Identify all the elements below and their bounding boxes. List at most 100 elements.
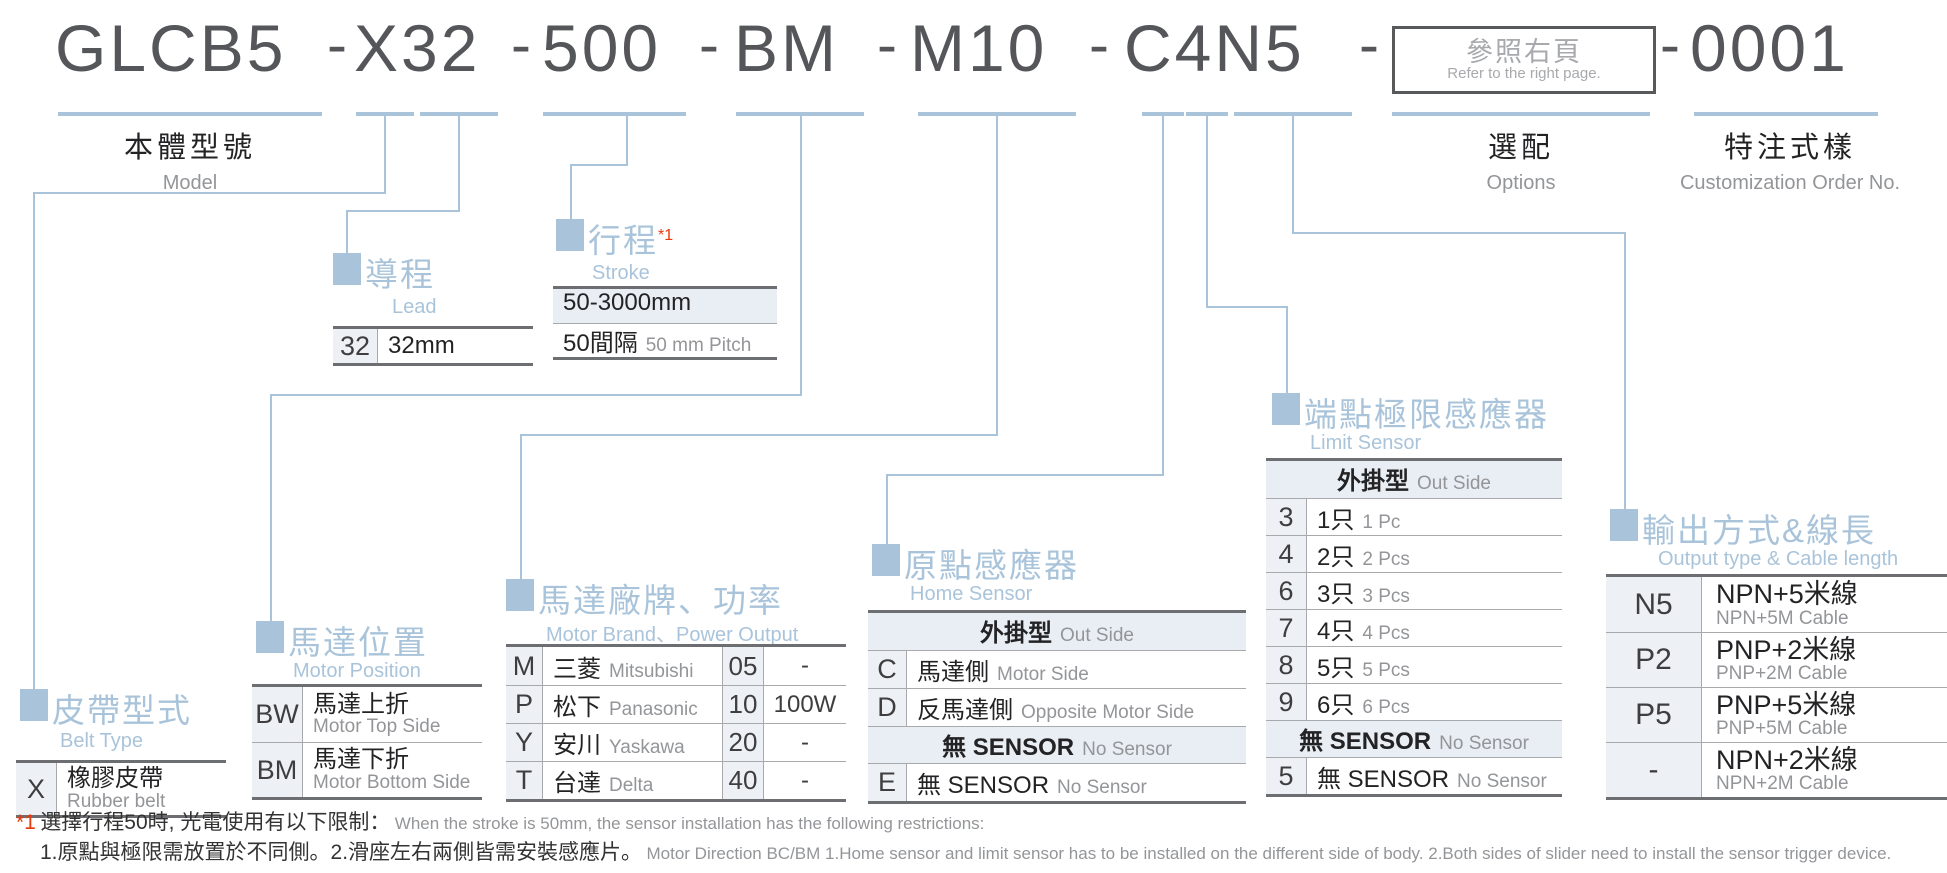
output-en: PNP+5M Cable bbox=[1716, 718, 1848, 740]
segment-separator: - bbox=[511, 11, 531, 78]
connector-line bbox=[570, 164, 628, 166]
footnote-line-2: 1.原點與極限需放置於不同側。2.滑座左右兩側皆需安裝感應片。 Motor Di… bbox=[40, 836, 1891, 866]
table-row: 7 4只 4 Pcs bbox=[1266, 609, 1562, 646]
limit-sensor-en: 5 Pcs bbox=[1362, 659, 1410, 681]
table-row: E 無 SENSOR No Sensor bbox=[868, 763, 1246, 801]
limit-sensor-code: 9 bbox=[1266, 684, 1307, 720]
belt-bullet-icon bbox=[20, 689, 48, 721]
tick-belt bbox=[356, 112, 414, 116]
connector-line bbox=[1292, 232, 1624, 234]
limit-sensor-zh: 4只 bbox=[1317, 617, 1355, 645]
limit-sensor-en: 1 Pc bbox=[1362, 511, 1401, 533]
motor-brand-zh: 三菱 bbox=[553, 655, 601, 683]
connector-line bbox=[520, 434, 522, 580]
motor-brand-code: T bbox=[506, 762, 543, 799]
table-row: X 橡膠皮帶 Rubber belt bbox=[16, 763, 226, 815]
connector-line bbox=[1624, 232, 1626, 510]
table-row: N5 NPN+5米線 NPN+5M Cable bbox=[1606, 577, 1947, 632]
options-reference-box: 參照右頁 Refer to the right page. bbox=[1392, 26, 1656, 94]
connector-line bbox=[1206, 306, 1286, 308]
limit-sensor-code: 6 bbox=[1266, 573, 1307, 609]
home-sensor-code: D bbox=[868, 689, 907, 726]
connector-line bbox=[33, 192, 35, 690]
limit-sensor-bullet-icon bbox=[1272, 393, 1300, 425]
motor-brand-code: Y bbox=[506, 724, 543, 761]
power-value: 100W bbox=[773, 690, 837, 718]
table-row: P2 PNP+2米線 PNP+2M Cable bbox=[1606, 632, 1947, 687]
power-code: 40 bbox=[722, 762, 764, 799]
power-code: 20 bbox=[722, 724, 764, 761]
motor-position-title-en: Motor Position bbox=[293, 660, 421, 682]
table-row: P 松下 Panasonic 10 100W bbox=[506, 685, 846, 723]
table-header-row: 外掛型 Out Side bbox=[868, 613, 1246, 650]
limit-sensor-title-en: Limit Sensor bbox=[1310, 432, 1422, 454]
output-zh: PNP+5米線 bbox=[1716, 689, 1857, 720]
lead-title-zh: 導程 bbox=[365, 256, 435, 293]
model-segment-body: GLCB5 bbox=[55, 11, 287, 85]
table-row: D 反馬達側 Opposite Motor Side bbox=[868, 688, 1246, 726]
limit-sensor-zh: 5只 bbox=[1317, 654, 1355, 682]
tick-serial bbox=[1694, 112, 1878, 116]
power-code: 10 bbox=[722, 686, 764, 723]
home-sensor-code: C bbox=[868, 651, 907, 688]
header-en: No Sensor bbox=[1439, 733, 1529, 754]
motor-brand-en: Mitsubishi bbox=[609, 660, 694, 682]
table-row: T 台達 Delta 40 - bbox=[506, 761, 846, 799]
limit-sensor-code: 5 bbox=[1266, 758, 1307, 794]
stroke-title-en: Stroke bbox=[592, 262, 650, 284]
home-sensor-zh: 反馬達側 bbox=[917, 697, 1013, 724]
connector-line bbox=[270, 394, 802, 396]
output-zh: NPN+5米線 bbox=[1716, 579, 1858, 610]
model-segment-motor-position: BM bbox=[734, 11, 839, 85]
home-sensor-zh: 馬達側 bbox=[917, 659, 989, 686]
header-zh: 無 SENSOR bbox=[942, 734, 1075, 761]
motor-position-code: BW bbox=[252, 687, 303, 742]
limit-sensor-en: No Sensor bbox=[1457, 770, 1547, 792]
connector-line bbox=[384, 116, 386, 192]
model-segment-serial: 0001 bbox=[1690, 11, 1849, 85]
connector-line bbox=[1206, 116, 1208, 308]
limit-sensor-zh: 6只 bbox=[1317, 691, 1355, 719]
model-segment-sensors: C4N5 bbox=[1124, 11, 1305, 85]
tick-home-sensor bbox=[1142, 112, 1184, 116]
label-customization: 特注式樣 Customization Order No. bbox=[1640, 124, 1940, 195]
motor-position-table: BW 馬達上折 Motor Top Side BM 馬達下折 Motor Bot… bbox=[252, 684, 482, 800]
limit-sensor-zh: 2只 bbox=[1317, 543, 1355, 571]
connector-line bbox=[520, 434, 998, 436]
limit-sensor-en: 4 Pcs bbox=[1362, 622, 1410, 644]
output-en: NPN+5M Cable bbox=[1716, 607, 1849, 629]
output-title-zh: 輸出方式&線長 bbox=[1642, 512, 1877, 549]
lead-code: 32 bbox=[333, 329, 378, 363]
limit-sensor-en: 6 Pcs bbox=[1362, 696, 1410, 718]
table-row: 9 6只 6 Pcs bbox=[1266, 683, 1562, 720]
home-sensor-bullet-icon bbox=[872, 544, 900, 576]
table-row: BW 馬達上折 Motor Top Side bbox=[252, 687, 482, 742]
stroke-table: 50-3000mm 50間隔 50 mm Pitch bbox=[553, 286, 777, 360]
tick-output bbox=[1234, 112, 1352, 116]
motor-position-en: Motor Top Side bbox=[313, 716, 441, 738]
belt-title-zh: 皮帶型式 bbox=[52, 692, 192, 729]
home-sensor-en: Motor Side bbox=[997, 664, 1089, 685]
output-code: P2 bbox=[1606, 633, 1702, 687]
label-customization-zh: 特注式樣 bbox=[1723, 132, 1856, 164]
output-title-en: Output type & Cable length bbox=[1658, 548, 1899, 570]
motor-position-title-zh: 馬達位置 bbox=[288, 624, 428, 661]
lead-value: 32mm bbox=[388, 332, 455, 359]
connector-line bbox=[626, 116, 628, 166]
connector-line bbox=[996, 116, 998, 436]
home-sensor-code: E bbox=[868, 764, 907, 801]
stroke-title-zh: 行程*1 bbox=[588, 222, 674, 259]
motor-brand-zh: 松下 bbox=[553, 694, 601, 721]
limit-sensor-code: 3 bbox=[1266, 499, 1307, 535]
segment-separator: - bbox=[877, 11, 897, 78]
output-table: N5 NPN+5米線 NPN+5M Cable P2 PNP+2米線 PNP+2… bbox=[1606, 574, 1947, 800]
footnote-line2-en: Motor Direction BC/BM 1.Home sensor and … bbox=[646, 844, 1892, 863]
limit-sensor-code: 7 bbox=[1266, 610, 1307, 646]
footnote-line2-zh: 1.原點與極限需放置於不同側。2.滑座左右兩側皆需安裝感應片。 bbox=[40, 841, 643, 864]
lead-table: 32 32mm bbox=[333, 326, 533, 366]
tick-stroke bbox=[543, 112, 686, 116]
tick-motor-brand bbox=[918, 112, 1076, 116]
